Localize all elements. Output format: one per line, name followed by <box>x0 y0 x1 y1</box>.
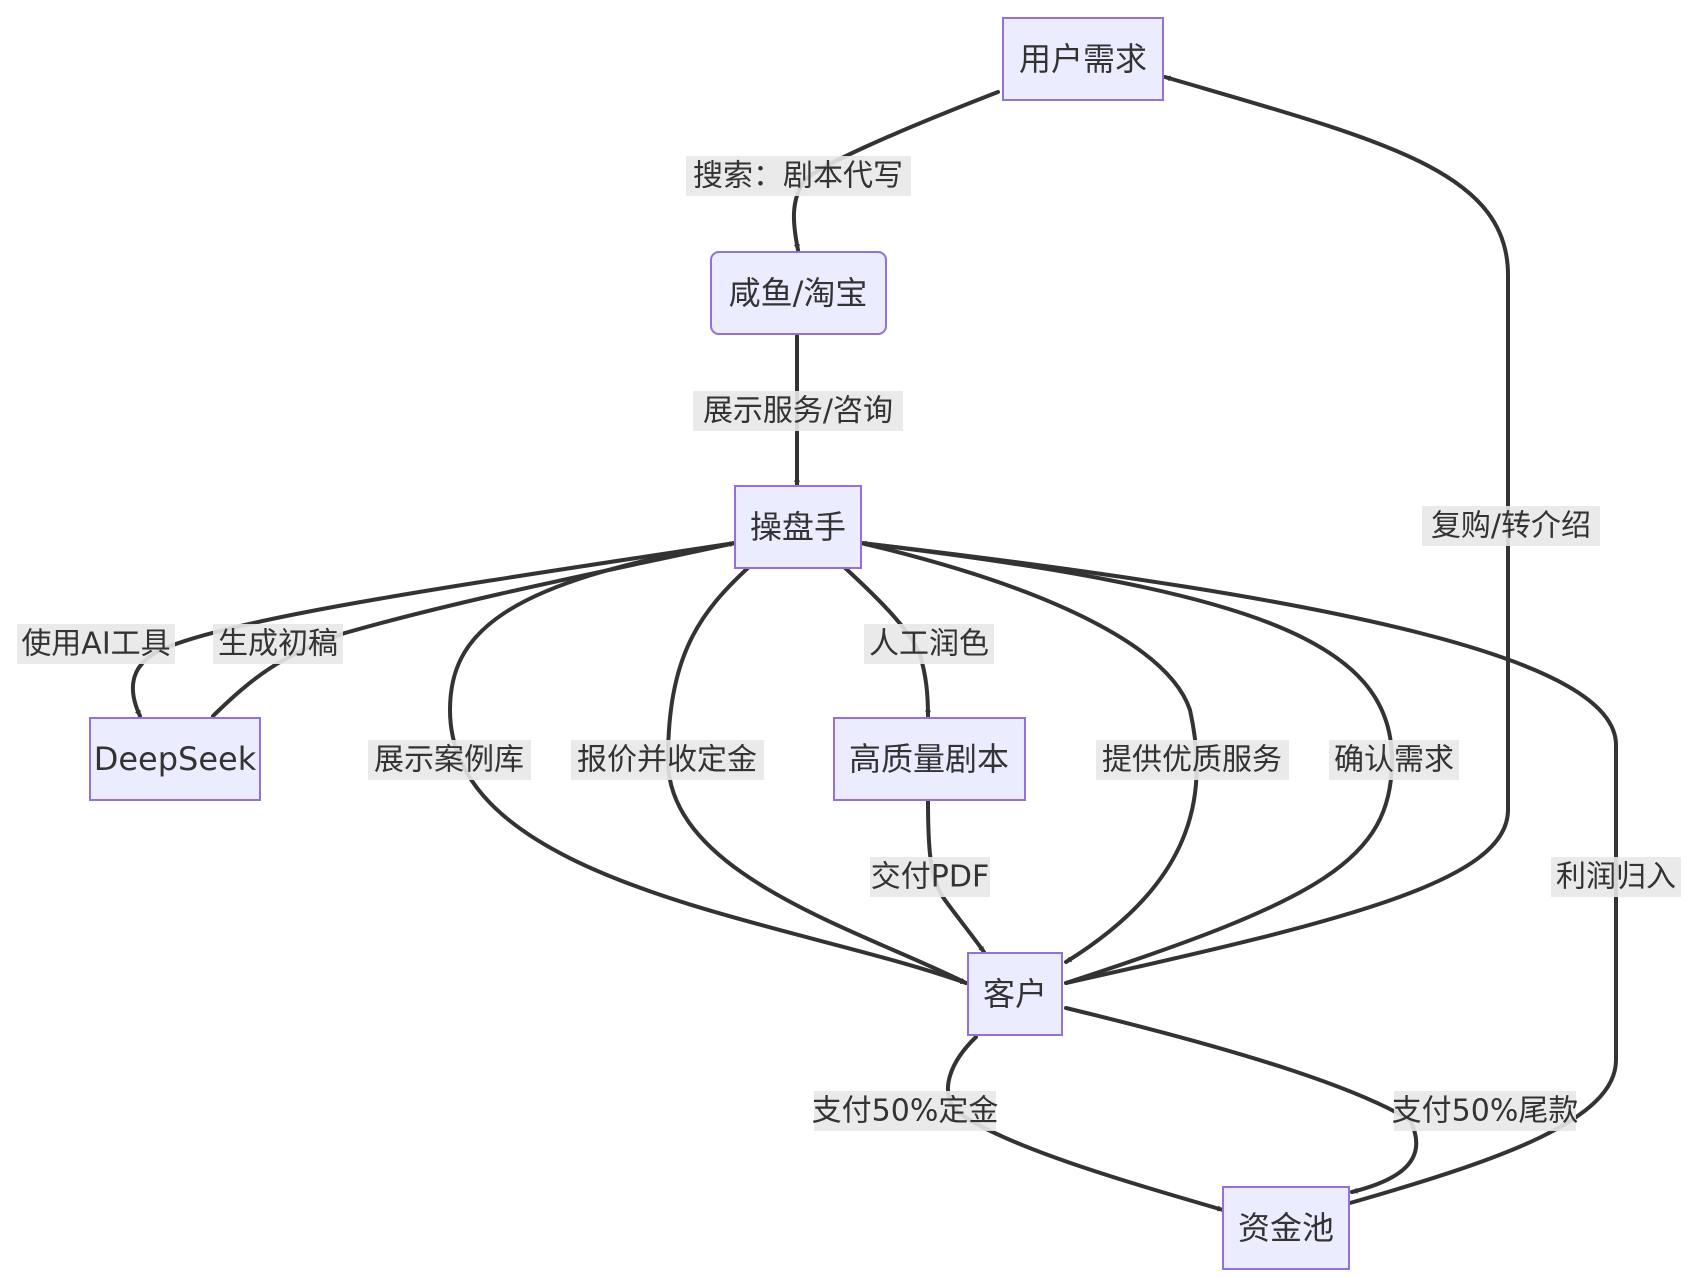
svg-text:人工润色: 人工润色 <box>869 627 989 662</box>
edge-label-draft: 生成初稿 <box>213 624 343 664</box>
node-fund-pool[interactable]: 资金池 <box>1222 1186 1350 1270</box>
edge-label-deliver: 交付PDF <box>870 857 990 897</box>
svg-text:复购/转介绍: 复购/转介绍 <box>1431 509 1591 544</box>
edge-label-polish: 人工润色 <box>864 624 994 664</box>
svg-text:用户需求: 用户需求 <box>1019 40 1147 78</box>
svg-text:确认需求: 确认需求 <box>1334 743 1454 778</box>
svg-text:利润归入: 利润归入 <box>1556 860 1676 895</box>
node-script[interactable]: 高质量剧本 <box>833 717 1026 801</box>
edge-operator-to-customer-quote <box>665 564 968 985</box>
edge-label-cases: 展示案例库 <box>368 740 531 780</box>
node-operator[interactable]: 操盘手 <box>734 485 862 569</box>
svg-text:展示服务/咨询: 展示服务/咨询 <box>703 394 893 429</box>
svg-text:高质量剧本: 高质量剧本 <box>849 740 1009 778</box>
edge-label-deposit: 支付50%定金 <box>812 1091 999 1131</box>
edge-customer-to-fund-pool-balance <box>1064 1006 1419 1194</box>
svg-text:提供优质服务: 提供优质服务 <box>1102 743 1282 778</box>
node-user-need[interactable]: 用户需求 <box>1002 17 1164 101</box>
svg-text:资金池: 资金池 <box>1238 1209 1334 1247</box>
edge-script-to-customer <box>926 798 986 954</box>
edge-label-use-ai: 使用AI工具 <box>17 624 175 664</box>
svg-text:操盘手: 操盘手 <box>750 508 846 546</box>
svg-text:客户: 客户 <box>983 975 1047 1013</box>
node-xianyu-taobao[interactable]: 咸鱼/淘宝 <box>710 251 887 335</box>
edge-fund-pool-to-operator <box>859 540 1618 1205</box>
svg-text:支付50%定金: 支付50%定金 <box>812 1094 999 1129</box>
edge-label-balance: 支付50%尾款 <box>1392 1091 1579 1131</box>
edge-label-show-service: 展示服务/咨询 <box>693 391 903 431</box>
edge-label-quote: 报价并收定金 <box>571 740 764 780</box>
svg-text:展示案例库: 展示案例库 <box>374 743 524 778</box>
node-customer[interactable]: 客户 <box>967 952 1063 1036</box>
svg-text:搜索：剧本代写: 搜索：剧本代写 <box>693 159 903 194</box>
edge-operator-to-customer-quality <box>859 541 1199 964</box>
nodes: 用户需求 咸鱼/淘宝 操盘手 DeepSeek 高质量剧本 客户 资金池 <box>89 17 1350 1270</box>
edge-label-quality: 提供优质服务 <box>1096 740 1289 780</box>
svg-text:生成初稿: 生成初稿 <box>218 627 338 662</box>
edge-label-confirm: 确认需求 <box>1329 740 1459 780</box>
svg-text:使用AI工具: 使用AI工具 <box>21 627 170 662</box>
svg-text:DeepSeek: DeepSeek <box>94 740 257 778</box>
svg-text:报价并收定金: 报价并收定金 <box>577 743 757 778</box>
svg-text:交付PDF: 交付PDF <box>871 860 989 895</box>
edge-labels: 搜索：剧本代写 展示服务/咨询 使用AI工具 生成初稿 人工润色 展示案例库 报… <box>17 156 1681 1131</box>
svg-text:咸鱼/淘宝: 咸鱼/淘宝 <box>729 274 868 312</box>
svg-text:支付50%尾款: 支付50%尾款 <box>1392 1094 1579 1129</box>
edge-label-search: 搜索：剧本代写 <box>686 156 911 196</box>
edge-customer-to-user-need <box>1064 75 1510 985</box>
edge-label-repurchase: 复购/转介绍 <box>1422 506 1600 546</box>
node-deepseek[interactable]: DeepSeek <box>89 717 261 801</box>
edge-label-profit: 利润归入 <box>1551 857 1681 897</box>
